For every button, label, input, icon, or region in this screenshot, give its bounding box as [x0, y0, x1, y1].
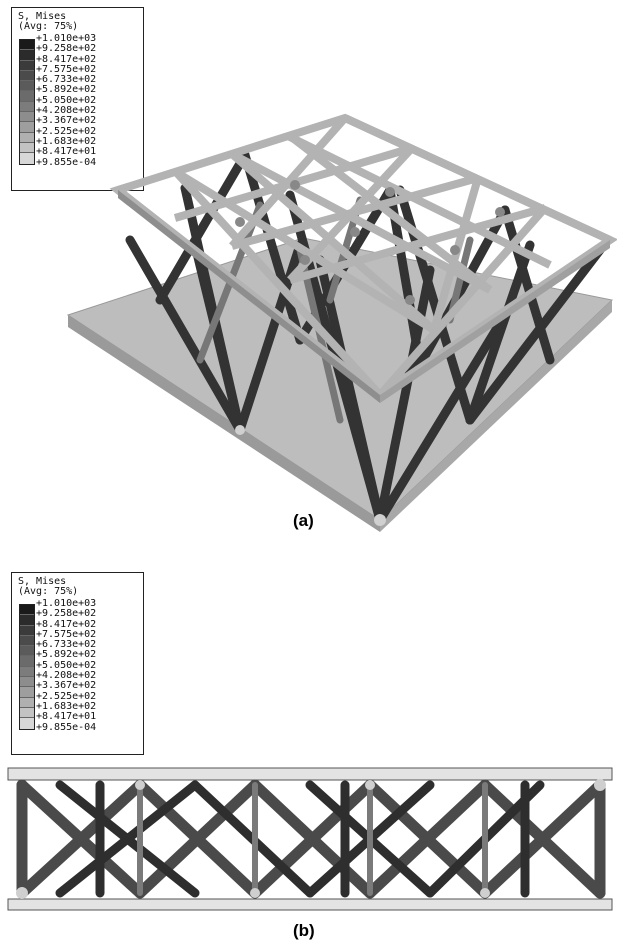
- color-swatch: [20, 153, 34, 164]
- legend-level: +7.575e+02: [36, 63, 97, 75]
- color-swatch: [20, 635, 34, 647]
- color-swatch: [20, 605, 34, 616]
- color-swatch: [20, 40, 34, 51]
- color-swatch: [20, 81, 34, 92]
- color-swatch: [20, 132, 34, 143]
- legend-level: +5.050e+02: [36, 94, 97, 106]
- legend-level: +4.208e+02: [36, 670, 97, 682]
- color-scale-bar: [19, 604, 35, 730]
- legend-level: +8.417e+01: [36, 146, 97, 158]
- legend-title: S, Mises: [18, 11, 67, 22]
- legend-level: +1.683e+02: [36, 700, 97, 712]
- color-swatch: [20, 101, 34, 113]
- color-swatch: [20, 707, 34, 719]
- legend-level: +6.733e+02: [36, 639, 97, 651]
- lattice-model-isometric: [66, 113, 617, 532]
- color-scale-bar: [19, 39, 35, 165]
- legend-level: +1.010e+03: [36, 598, 97, 609]
- legend-level: +7.575e+02: [36, 628, 97, 640]
- legend-level: +5.892e+02: [36, 84, 97, 96]
- legend-level: +4.208e+02: [36, 105, 97, 117]
- legend-level: +9.855e-04: [36, 721, 97, 733]
- legend-level: +6.733e+02: [36, 74, 97, 86]
- panel-a-isometric-view: S, Mises (Avg: 75%) +1.010e+03 +9.258e+0…: [11, 7, 617, 532]
- color-swatch: [20, 718, 34, 729]
- node-markers-side: [16, 779, 606, 899]
- legend-level: +2.525e+02: [36, 125, 97, 137]
- legend-level: +5.050e+02: [36, 659, 97, 671]
- figure-caption-a: (a): [293, 511, 314, 530]
- top-plate-edge: [380, 240, 610, 403]
- top-plate-edge: [118, 190, 380, 403]
- bottom-plate-side: [7, 898, 613, 911]
- color-swatch: [20, 666, 34, 678]
- color-swatch: [20, 70, 34, 82]
- color-swatch: [20, 697, 34, 708]
- color-swatch: [20, 142, 34, 154]
- color-swatch: [20, 50, 34, 61]
- lattice-model-side: [7, 767, 613, 911]
- stress-legend-b: S, Mises (Avg: 75%) +1.010e+03 +9.258e+0…: [11, 572, 144, 755]
- color-swatch: [20, 60, 34, 71]
- color-swatch: [20, 687, 34, 698]
- lattice-struts-side: [16, 779, 606, 899]
- legend-level: +9.258e+02: [36, 43, 97, 55]
- color-swatch: [20, 625, 34, 636]
- legend-levels: +1.010e+03 +9.258e+02 +8.417e+02 +7.575e…: [36, 33, 97, 168]
- top-plate-side: [7, 767, 613, 781]
- legend-levels: +1.010e+03 +9.258e+02 +8.417e+02 +7.575e…: [36, 598, 97, 733]
- color-swatch: [20, 615, 34, 626]
- color-swatch: [20, 656, 34, 667]
- legend-level: +8.417e+02: [36, 53, 97, 65]
- legend-level: +9.855e-04: [36, 156, 97, 168]
- color-swatch: [20, 122, 34, 133]
- node-markers: [235, 180, 505, 526]
- legend-level: +3.367e+02: [36, 115, 97, 127]
- legend-title: S, Mises: [18, 576, 67, 587]
- panel-b-side-view: S, Mises (Avg: 75%) +1.010e+03 +9.258e+0…: [0, 563, 617, 944]
- legend-subtitle: (Avg: 75%): [18, 586, 79, 597]
- legend-level: +9.258e+02: [36, 608, 97, 620]
- legend-level: +1.683e+02: [36, 135, 97, 147]
- legend-subtitle: (Avg: 75%): [18, 21, 79, 32]
- bottom-plate-edge: [68, 315, 380, 532]
- legend-level: +5.892e+02: [36, 649, 97, 661]
- color-swatch: [20, 646, 34, 657]
- legend-level: +2.525e+02: [36, 690, 97, 702]
- figure-caption-b: (b): [293, 921, 315, 940]
- legend-level: +3.367e+02: [36, 680, 97, 692]
- color-swatch: [20, 112, 34, 123]
- legend-level: +8.417e+02: [36, 618, 97, 630]
- legend-level: +8.417e+01: [36, 711, 97, 723]
- legend-level: +1.010e+03: [36, 33, 97, 44]
- color-swatch: [20, 677, 34, 688]
- color-swatch: [20, 91, 34, 102]
- stress-legend-a: S, Mises (Avg: 75%) +1.010e+03 +9.258e+0…: [11, 7, 144, 191]
